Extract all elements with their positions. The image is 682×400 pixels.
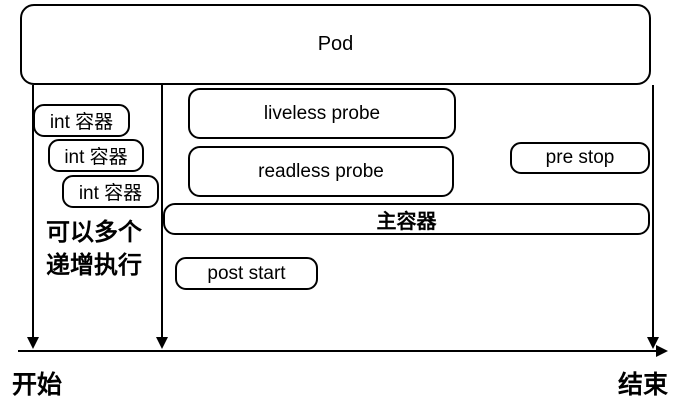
pod-label: Pod [317, 33, 354, 55]
init-end-timeline-arrowhead-icon [156, 337, 168, 349]
liveless-probe-box: liveless probe [188, 88, 456, 139]
readless-probe-label: readless probe [258, 160, 384, 182]
init-note-line2: 递增执行 [46, 253, 142, 279]
time-axis-arrowhead-icon [656, 345, 668, 357]
pre-stop-box: pre stop [510, 142, 650, 174]
init-container-label-3: int 容器 [78, 183, 143, 204]
init-note: 可以多个 递增执行 [46, 217, 142, 283]
readless-probe-box: readless probe [188, 146, 454, 197]
pod-box: Pod [20, 4, 651, 85]
init-end-timeline-line [161, 85, 163, 338]
pre-stop-label: pre stop [545, 147, 615, 168]
post-start-box: post start [175, 257, 318, 290]
timeline-end-label: 结束 [618, 372, 669, 399]
init-container-box-1: int 容器 [33, 104, 130, 137]
init-container-box-3: int 容器 [62, 175, 159, 208]
timeline-start-label: 开始 [12, 372, 63, 399]
post-start-label: post start [207, 262, 286, 284]
end-timeline-line [652, 85, 654, 338]
init-container-label-2: int 容器 [64, 147, 128, 168]
init-container-box-2: int 容器 [48, 139, 144, 172]
time-axis-line [18, 350, 658, 352]
init-note-line1: 可以多个 [46, 220, 142, 246]
liveless-probe-label: liveless probe [263, 102, 381, 124]
main-container-label: 主容器 [376, 210, 437, 233]
start-timeline-arrowhead-icon [27, 337, 39, 349]
init-container-label-1: int 容器 [49, 112, 114, 133]
start-timeline-line [32, 85, 34, 338]
main-container-box: 主容器 [163, 203, 650, 235]
